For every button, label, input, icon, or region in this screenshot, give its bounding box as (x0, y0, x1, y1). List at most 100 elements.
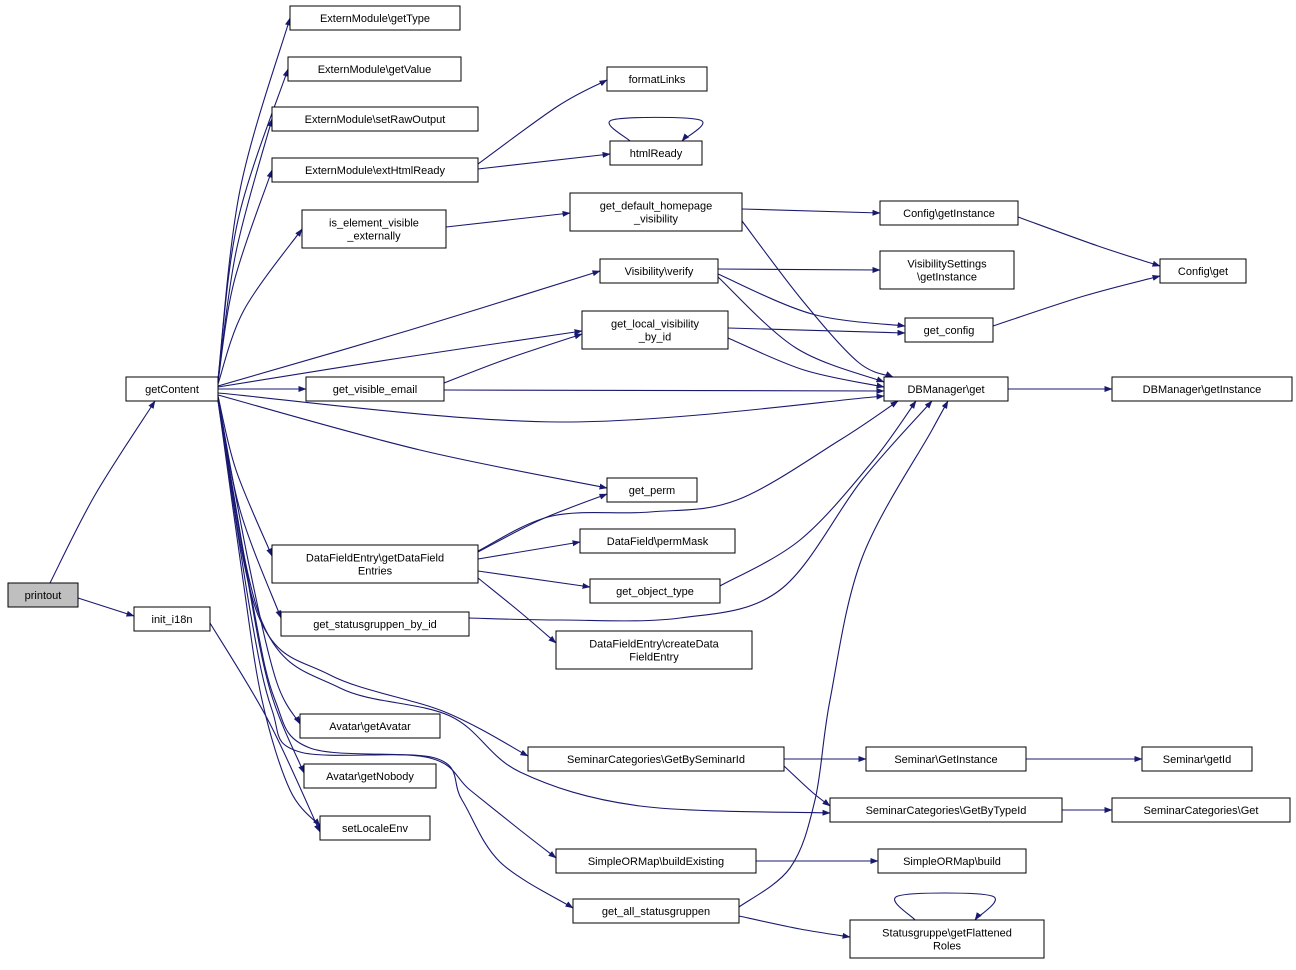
node-box-setlocaleenv[interactable] (319, 815, 431, 841)
node-label-avatar-getavatar: Avatar\getAvatar (329, 721, 411, 733)
node-get-content[interactable]: getContent (125, 376, 219, 402)
node-box-semcat-getbyseminarid[interactable] (527, 746, 785, 772)
node-semcat-getbyseminarid[interactable]: SeminarCategories\GetBySeminarId (527, 746, 785, 772)
node-box-is-element-visible-externally[interactable] (301, 209, 447, 249)
edge-get-local-visibility-by-id--dbmanager-get (727, 337, 885, 389)
node-box-get-statusgruppen-by-id[interactable] (280, 611, 470, 637)
node-simpleormap-build[interactable]: SimpleORMap\build (877, 848, 1027, 874)
edge-get-all-statusgruppen--statusgruppe-getflattenedroles (738, 915, 851, 939)
node-get-all-statusgruppen[interactable]: get_all_statusgruppen (572, 898, 740, 924)
node-extern-setrawoutput[interactable]: ExternModule\setRawOutput (271, 106, 479, 132)
node-box-get-content[interactable] (125, 376, 219, 402)
node-box-visibility-verify[interactable] (599, 258, 719, 284)
node-box-dfe-createdatafieldentry[interactable] (555, 630, 753, 670)
node-label-htmlready: htmlReady (630, 148, 683, 160)
node-box-avatar-getavatar[interactable] (299, 713, 441, 739)
node-seminar-getinstance[interactable]: Seminar\GetInstance (865, 746, 1027, 772)
node-label-simpleormap-build: SimpleORMap\build (903, 856, 1001, 868)
node-simpleormap-buildexisting[interactable]: SimpleORMap\buildExisting (555, 848, 757, 874)
node-extern-gettype[interactable]: ExternModule\getType (289, 5, 461, 31)
node-box-statusgruppe-getflattenedroles[interactable] (849, 919, 1045, 959)
node-box-seminar-getinstance[interactable] (865, 746, 1027, 772)
node-box-get-perm[interactable] (606, 477, 698, 503)
node-label-get-local-visibility-by-id: get_local_visibility_by_id (611, 319, 700, 344)
node-box-vissettings-getinstance[interactable] (879, 250, 1015, 290)
edge-get-statusgruppen-by-id--dbmanager-get (468, 400, 933, 622)
node-get-local-visibility-by-id[interactable]: get_local_visibility_by_id (581, 310, 729, 350)
edge-extern-exthtmlready--formatlinks (477, 79, 608, 165)
node-box-htmlready[interactable] (609, 140, 703, 166)
node-box-get-all-statusgruppen[interactable] (572, 898, 740, 924)
edge-get-content--dbmanager-get (217, 392, 885, 423)
node-label-formatlinks: formatLinks (629, 74, 686, 86)
node-htmlready[interactable]: htmlReady (609, 140, 703, 166)
node-box-printout[interactable] (7, 582, 79, 608)
edge-get-local-visibility-by-id--get-config (727, 327, 906, 336)
node-init-i18n[interactable]: init_i18n (133, 606, 211, 632)
node-box-simpleormap-build[interactable] (877, 848, 1027, 874)
node-box-seminar-getid[interactable] (1141, 746, 1253, 772)
node-printout[interactable]: printout (7, 582, 79, 608)
node-extern-getvalue[interactable]: ExternModule\getValue (287, 56, 462, 82)
edge-get-object-type--dbmanager-get (719, 400, 917, 587)
node-get-default-homepage-visibility[interactable]: get_default_homepage_visibility (569, 192, 743, 232)
node-extern-exthtmlready[interactable]: ExternModule\extHtmlReady (271, 157, 479, 183)
node-box-dfe-getdatafieldentries[interactable] (271, 544, 479, 584)
node-box-datafield-permmask[interactable] (579, 528, 736, 554)
node-config-getinstance[interactable]: Config\getInstance (879, 200, 1019, 226)
node-box-config-getinstance[interactable] (879, 200, 1019, 226)
node-box-extern-gettype[interactable] (289, 5, 461, 31)
node-box-get-object-type[interactable] (589, 578, 721, 604)
node-seminar-getid[interactable]: Seminar\getId (1141, 746, 1253, 772)
node-box-semcat-get[interactable] (1111, 797, 1291, 823)
node-box-dbmanager-get[interactable] (883, 376, 1009, 402)
node-get-object-type[interactable]: get_object_type (589, 578, 721, 604)
node-label-config-getinstance: Config\getInstance (903, 208, 995, 220)
node-is-element-visible-externally[interactable]: is_element_visible_externally (301, 209, 447, 249)
node-label-seminar-getinstance: Seminar\GetInstance (894, 754, 997, 766)
edge-get-all-statusgruppen--dbmanager-get (738, 400, 949, 908)
node-box-get-default-homepage-visibility[interactable] (569, 192, 743, 232)
node-box-formatlinks[interactable] (606, 66, 708, 92)
edge-init-i18n--setlocaleenv (209, 622, 321, 833)
node-box-avatar-getnobody[interactable] (303, 763, 437, 789)
node-datafield-permmask[interactable]: DataField\permMask (579, 528, 736, 554)
node-config-get[interactable]: Config\get (1159, 258, 1247, 284)
node-box-dbmanager-getinstance[interactable] (1111, 376, 1293, 402)
node-vissettings-getinstance[interactable]: VisibilitySettings\getInstance (879, 250, 1015, 290)
edge-get-default-homepage-visibility--config-getinstance (741, 208, 881, 216)
node-get-perm[interactable]: get_perm (606, 477, 698, 503)
node-box-get-config[interactable] (904, 317, 994, 343)
node-dbmanager-get[interactable]: DBManager\get (883, 376, 1009, 402)
node-get-visible-email[interactable]: get_visible_email (305, 376, 445, 402)
node-setlocaleenv[interactable]: setLocaleEnv (319, 815, 431, 841)
node-dbmanager-getinstance[interactable]: DBManager\getInstance (1111, 376, 1293, 402)
node-get-statusgruppen-by-id[interactable]: get_statusgruppen_by_id (280, 611, 470, 637)
edge-get-content--dfe-getdatafieldentries (217, 395, 273, 557)
node-box-extern-getvalue[interactable] (287, 56, 462, 82)
node-box-extern-exthtmlready[interactable] (271, 157, 479, 183)
node-label-printout: printout (25, 590, 62, 602)
node-box-simpleormap-buildexisting[interactable] (555, 848, 757, 874)
node-avatar-getavatar[interactable]: Avatar\getAvatar (299, 713, 441, 739)
node-avatar-getnobody[interactable]: Avatar\getNobody (303, 763, 437, 789)
node-box-get-visible-email[interactable] (305, 376, 445, 402)
node-visibility-verify[interactable]: Visibility\verify (599, 258, 719, 284)
node-semcat-getbytypeid[interactable]: SeminarCategories\GetByTypeId (829, 797, 1063, 823)
node-box-get-local-visibility-by-id[interactable] (581, 310, 729, 350)
edge-get-content--get-perm (217, 394, 608, 490)
node-box-extern-setrawoutput[interactable] (271, 106, 479, 132)
node-box-config-get[interactable] (1159, 258, 1247, 284)
node-box-semcat-getbytypeid[interactable] (829, 797, 1063, 823)
node-semcat-get[interactable]: SeminarCategories\Get (1111, 797, 1291, 823)
node-get-config[interactable]: get_config (904, 317, 994, 343)
node-label-get-object-type: get_object_type (616, 586, 694, 598)
node-formatlinks[interactable]: formatLinks (606, 66, 708, 92)
node-label-get-statusgruppen-by-id: get_statusgruppen_by_id (313, 619, 437, 631)
node-box-init-i18n[interactable] (133, 606, 211, 632)
